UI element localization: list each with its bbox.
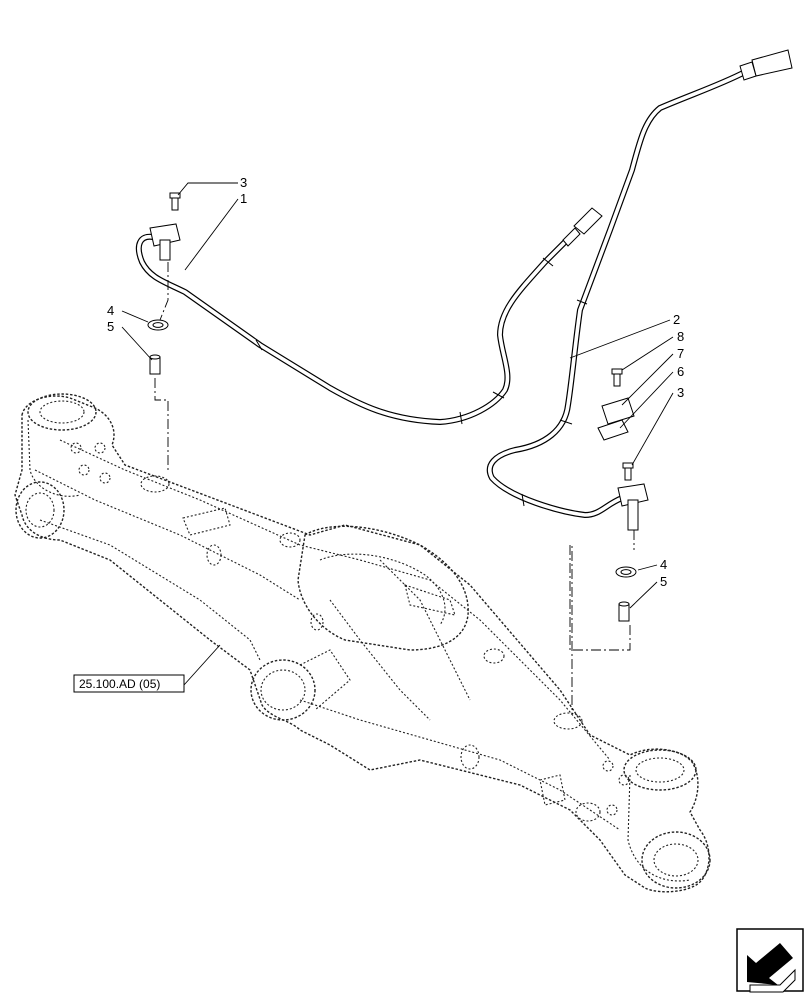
alignment-lines xyxy=(154,262,635,715)
callout-3-right: 3 xyxy=(677,385,684,400)
right-small-parts xyxy=(597,368,637,622)
callout-8: 8 xyxy=(677,329,684,344)
wiring-harness-1 xyxy=(135,207,603,425)
left-small-parts xyxy=(147,192,181,375)
callout-5-right: 5 xyxy=(660,574,667,589)
wiring-harness-2 xyxy=(486,49,793,531)
callout-3-top: 3 xyxy=(240,175,247,190)
leader-lines xyxy=(121,182,674,686)
callout-2: 2 xyxy=(673,312,680,327)
callout-4-right: 4 xyxy=(660,557,667,572)
reference-link[interactable]: 25.100.AD (05) xyxy=(73,674,185,693)
reference-label[interactable]: 25.100.AD (05) xyxy=(79,677,160,691)
callout-1: 1 xyxy=(240,191,247,206)
axle-housing-outline xyxy=(14,393,711,893)
callout-4-left: 4 xyxy=(107,303,114,318)
callout-6: 6 xyxy=(677,364,684,379)
navigation-arrow-icon[interactable] xyxy=(736,928,804,993)
callout-7: 7 xyxy=(677,346,684,361)
callout-5-left: 5 xyxy=(107,319,114,334)
